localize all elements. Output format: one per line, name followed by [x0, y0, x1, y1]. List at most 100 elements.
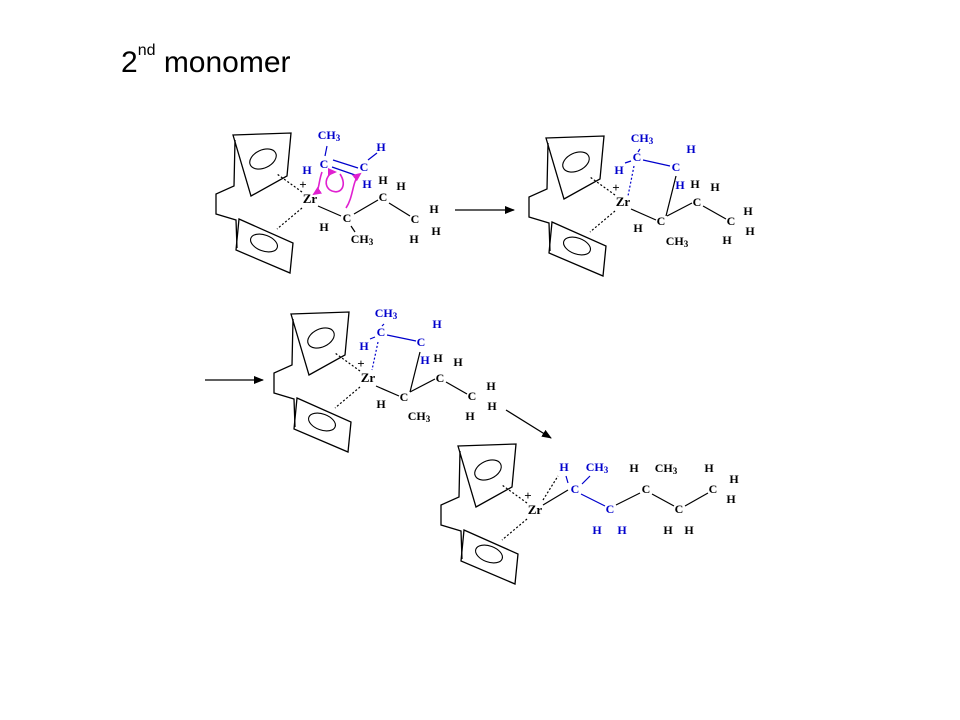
methyl-text: CH: [375, 306, 394, 320]
cation-charge: +: [357, 356, 364, 371]
carbon-label: C: [436, 371, 445, 385]
cp-ring-lower-circle: [250, 233, 278, 253]
cp-ring-lower-circle: [475, 544, 503, 564]
bond: [381, 323, 385, 327]
ansa-bridge: [528, 142, 551, 252]
hydrogen-label: H: [675, 178, 685, 192]
electron-arrow-1: [312, 171, 323, 196]
bond: [542, 489, 569, 506]
bond: [637, 148, 641, 153]
zirconium-label: Zr: [361, 370, 376, 385]
carbon-label: C: [657, 214, 666, 228]
zr-cp-bond-lower: [589, 210, 616, 233]
agostic-interaction: [542, 475, 559, 501]
hydrogen-label: H: [726, 492, 736, 506]
bond: [624, 160, 632, 164]
zr-cp-bond-lower: [276, 207, 303, 230]
bond: [317, 205, 342, 217]
zr-cp-bond-upper: [276, 173, 303, 193]
carbon-label: C: [693, 195, 702, 209]
methyl-label: CH3: [666, 234, 689, 249]
bond: [565, 475, 569, 484]
carbon-label: C: [360, 160, 369, 174]
cp-ring-upper: [232, 132, 292, 197]
hydrogen-label: H: [629, 461, 639, 475]
methyl-label: CH3: [655, 461, 678, 476]
carbon-label: C: [320, 157, 329, 171]
cp-ring-upper: [457, 443, 517, 508]
partial-bond: [627, 165, 635, 197]
hydrogen-label: H: [453, 355, 463, 369]
cp-ring-lower: [235, 218, 294, 274]
cp-ring-upper-circle: [307, 327, 335, 349]
title-text: monomer: [155, 46, 291, 79]
cation-charge: +: [612, 180, 619, 195]
hydrogen-label: H: [420, 353, 430, 367]
carbon-label: C: [379, 190, 388, 204]
zr-cp-bond-upper: [334, 352, 361, 372]
methyl-subscript: 3: [649, 136, 654, 146]
methyl-label: CH3: [318, 128, 341, 143]
carbon-label: C: [606, 502, 615, 516]
zirconium-label: Zr: [616, 194, 631, 209]
zr-cp-bond-lower: [334, 386, 361, 409]
hydrogen-label: H: [465, 409, 475, 423]
partial-bond: [409, 351, 421, 393]
bond: [702, 205, 727, 220]
hydrogen-label: H: [684, 523, 694, 537]
bond: [386, 334, 417, 342]
hydrogen-label: H: [614, 163, 624, 177]
cation-charge: +: [524, 488, 531, 503]
hydrogen-label: H: [633, 221, 643, 235]
methyl-subscript: 3: [393, 311, 398, 321]
hydrogen-label: H: [729, 472, 739, 486]
cation-charge: +: [299, 177, 306, 192]
zr-cp-bond-lower: [501, 518, 528, 541]
partial-bond: [371, 341, 379, 371]
methyl-subscript: 3: [673, 466, 678, 476]
title-superscript: nd: [137, 42, 156, 59]
zr-cp-bond-upper: [501, 484, 528, 504]
hydrogen-label: H: [409, 232, 419, 246]
methyl-label: CH3: [375, 306, 398, 321]
cp-ring-lower: [548, 221, 607, 277]
hydrogen-label: H: [396, 179, 406, 193]
cp-ring-lower: [293, 397, 352, 453]
methyl-text: CH: [318, 128, 337, 142]
cp-ring-lower-circle: [563, 236, 591, 256]
bond: [642, 159, 671, 167]
slide-title: 2nd monomer: [121, 42, 291, 80]
methyl-subscript: 3: [426, 414, 431, 424]
carbon-label: C: [571, 482, 580, 496]
carbon-label: C: [672, 160, 681, 174]
methyl-text: CH: [666, 234, 685, 248]
methyl-label: CH3: [408, 409, 431, 424]
methyl-subscript: 3: [369, 237, 374, 247]
bond: [350, 225, 356, 233]
cp-ring-upper: [545, 135, 605, 200]
hydrogen-label: H: [690, 177, 700, 191]
hydrogen-label: H: [592, 523, 602, 537]
bond: [409, 378, 436, 393]
double-bond: [331, 166, 356, 176]
methyl-text: CH: [655, 461, 674, 475]
carbon-label: C: [727, 214, 736, 228]
hydrogen-label: H: [302, 163, 312, 177]
reaction-arrow-3: [505, 409, 552, 439]
cp-ring-upper-circle: [474, 459, 502, 481]
methyl-subscript: 3: [604, 465, 609, 475]
partial-bond: [665, 175, 677, 217]
hydrogen-label: H: [704, 461, 714, 475]
methyl-label: CH3: [586, 460, 609, 475]
electron-arrow-2: [325, 168, 345, 193]
methyl-label: CH3: [631, 131, 654, 146]
carbon-label: C: [411, 212, 420, 226]
hydrogen-label: H: [722, 233, 732, 247]
ansa-bridge: [440, 450, 463, 560]
bond: [353, 199, 379, 215]
electron-arrow-3: [345, 172, 362, 209]
bond: [581, 475, 591, 485]
